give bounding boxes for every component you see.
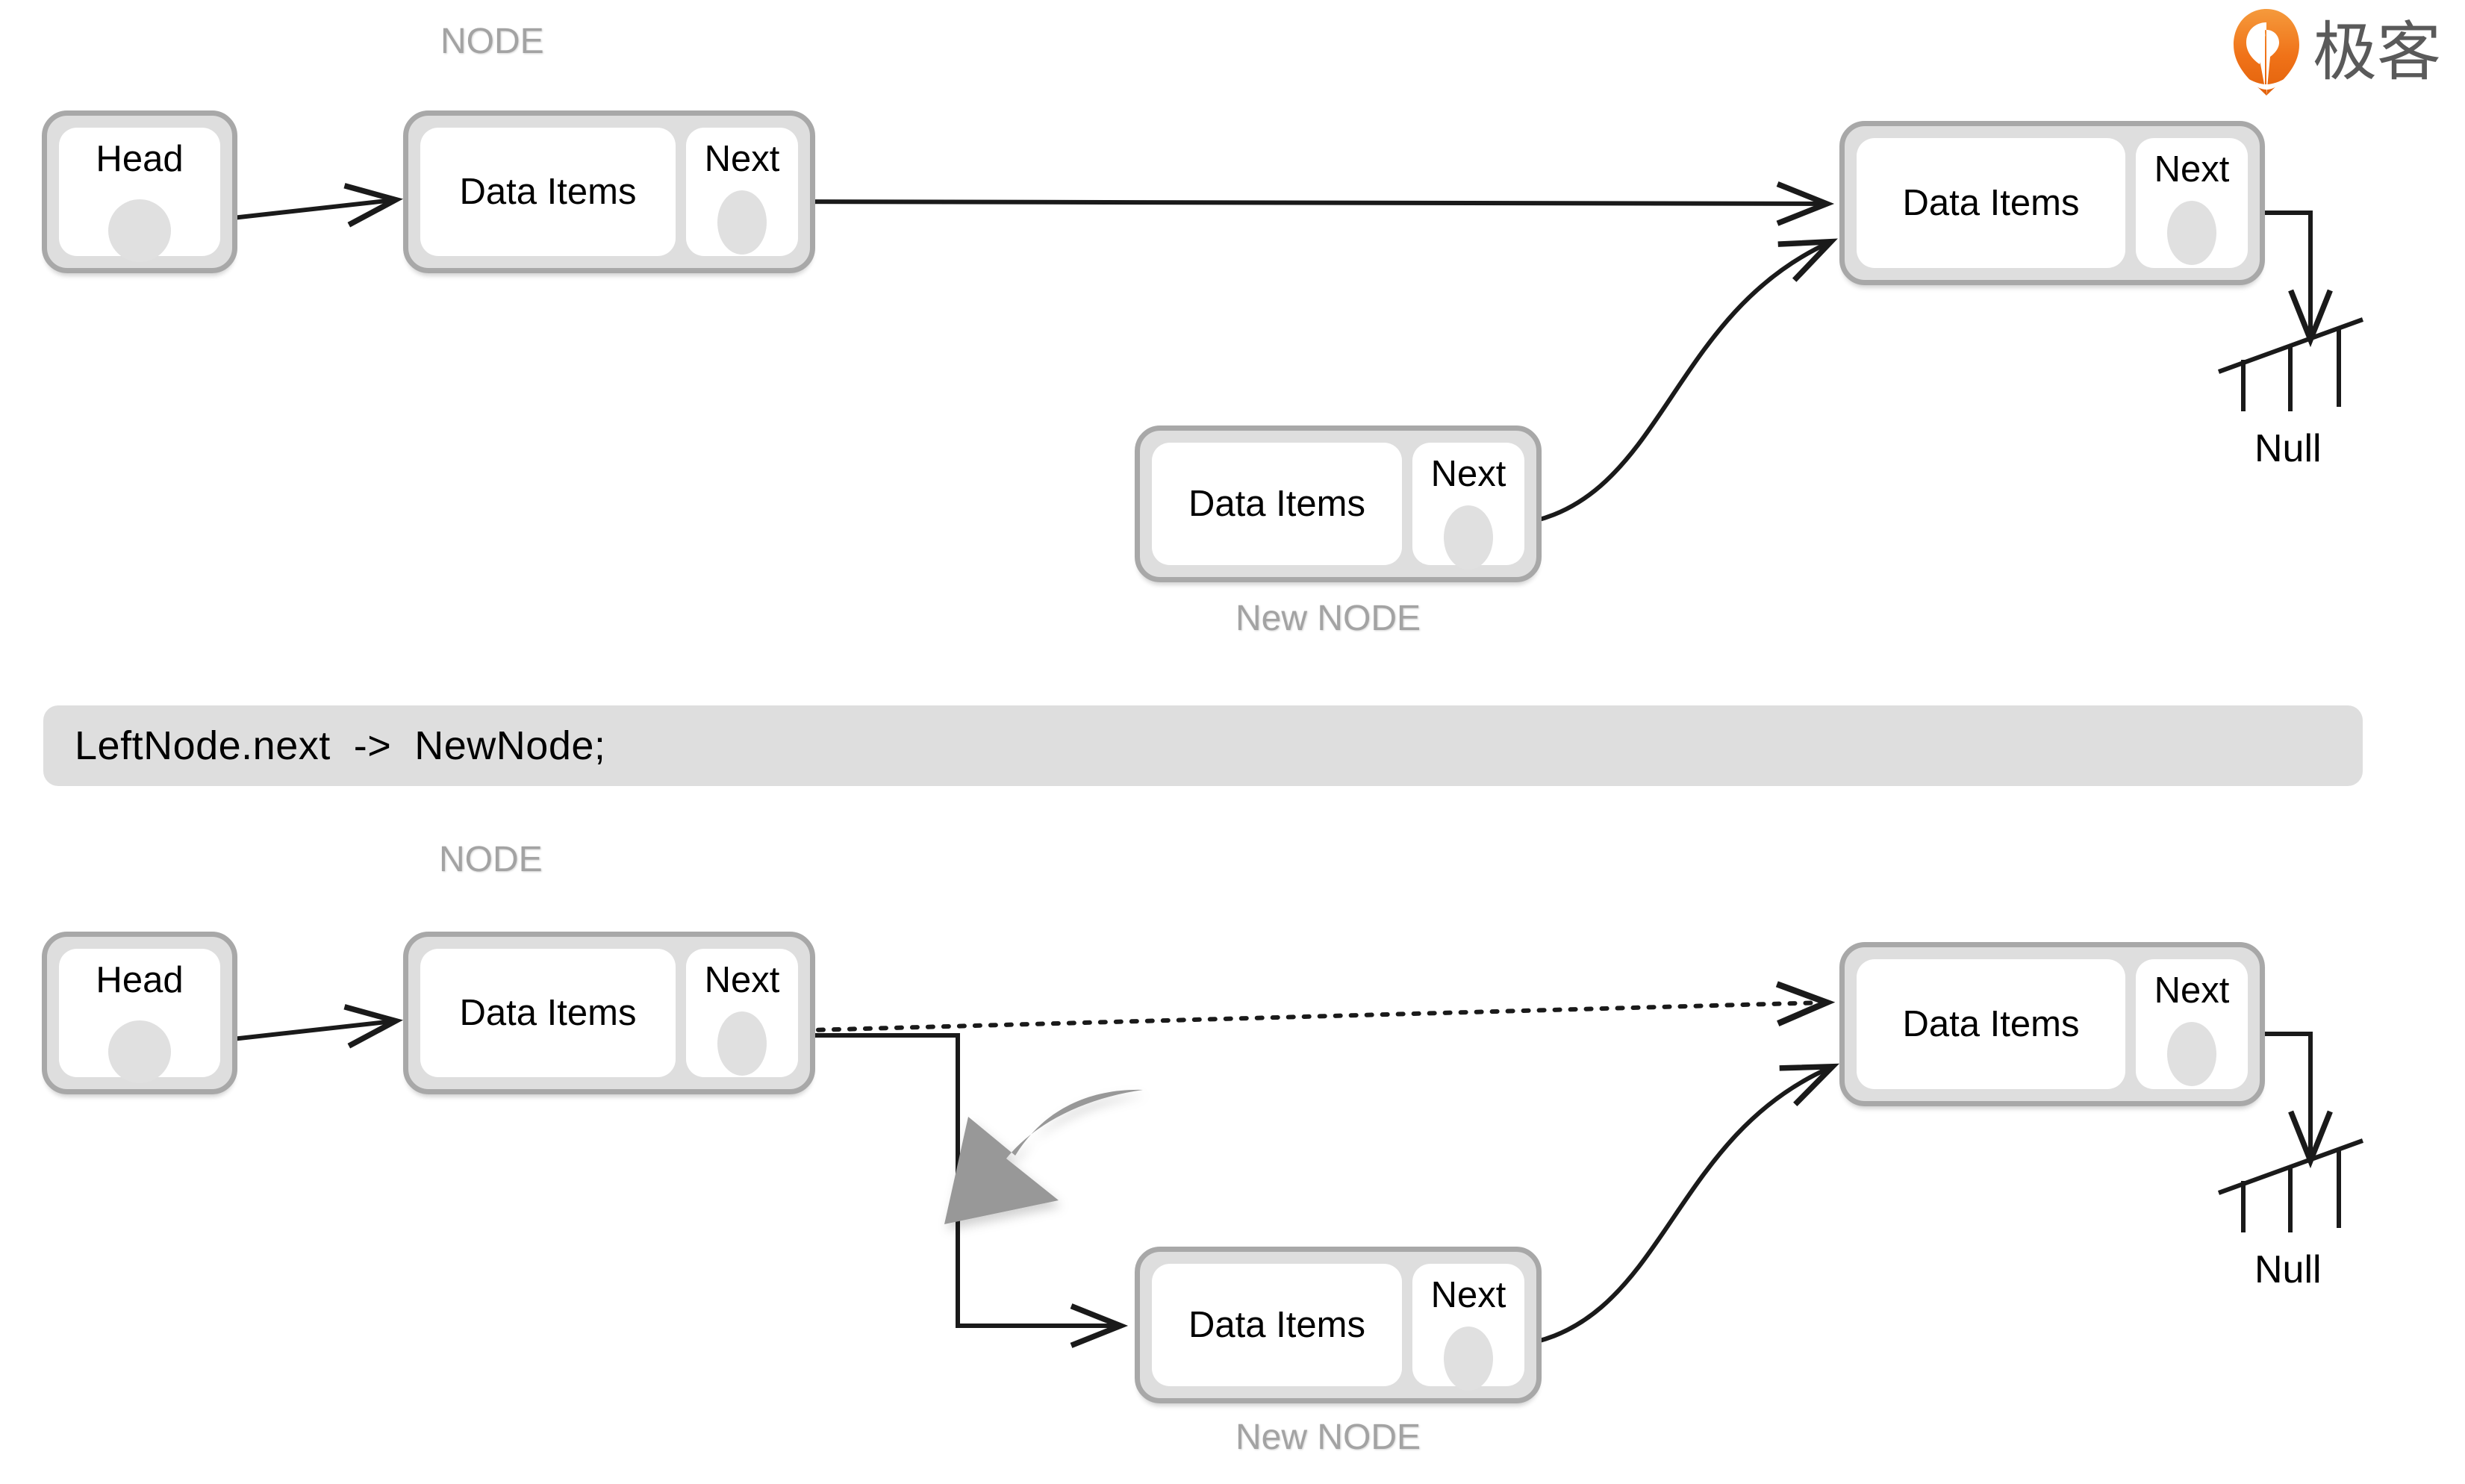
data-cell-top-new: Data Items [1152,443,1402,565]
new-node-caption-bottom: New NODE [1235,1418,1421,1457]
data-label-top-right: Data Items [1902,182,2080,223]
wire-newnode-to-rightnode-bottom [1492,1063,1840,1350]
node-box-bottom-right[interactable]: Data Items Next [1839,942,2265,1106]
head-pointer-dot-top [108,199,171,262]
next-cell-top-left: Next [686,128,798,256]
next-pointer-dot-top-new [1444,505,1493,570]
next-label-top-new: Next [1430,454,1506,494]
data-cell-bottom-left: Data Items [420,949,676,1077]
data-cell-bottom-right: Data Items [1857,959,2125,1089]
node-caption-bottom: NODE [439,840,543,879]
data-label-top-new: Data Items [1188,483,1365,524]
brand-logo-text: 极客 [2313,15,2441,90]
next-cell-top-right: Next [2136,138,2248,268]
wire-newnode-to-rightnode-top [1492,238,1838,529]
next-pointer-dot-top-right [2167,201,2216,265]
data-cell-top-right: Data Items [1857,138,2125,268]
data-label-top-left: Data Items [459,171,637,212]
next-label-bottom-right: Next [2154,970,2230,1011]
node-box-top-left[interactable]: Data Items Next [403,110,815,273]
node-caption-top: NODE [440,22,544,61]
null-label-bottom: Null [2254,1248,2322,1291]
new-node-caption-top: New NODE [1235,599,1421,638]
next-label-top-right: Next [2154,149,2230,190]
node-box-bottom-left[interactable]: Data Items Next [403,932,815,1094]
next-pointer-dot-bottom-new [1444,1326,1493,1391]
next-pointer-dot-top-left [717,190,767,255]
next-cell-bottom-new: Next [1412,1264,1524,1391]
data-cell-top-left: Data Items [420,128,676,256]
next-label-top-left: Next [704,139,780,179]
new-node-box-top[interactable]: Data Items Next [1135,425,1542,582]
next-cell-top-new: Next [1412,443,1524,570]
data-cell-bottom-new: Data Items [1152,1264,1402,1386]
node-box-top-right[interactable]: Data Items Next [1839,121,2265,285]
geek-pin-logo-icon [2234,9,2299,96]
new-node-box-bottom[interactable]: Data Items Next [1135,1247,1542,1403]
next-label-bottom-new: Next [1430,1275,1506,1315]
next-cell-bottom-left: Next [686,949,798,1077]
head-pointer-dot-bottom [108,1020,171,1083]
brand-logo[interactable]: 极客 [2231,7,2441,97]
redirect-annotation-arrow [944,1089,1143,1224]
next-pointer-dot-bottom-left [717,1011,767,1076]
head-box-top[interactable]: Head [42,110,237,273]
data-label-bottom-left: Data Items [459,992,637,1033]
wire-leftnode-to-rightnode-top [753,181,1835,226]
code-statement-text: LeftNode.next -> NewNode; [75,723,606,768]
null-label-top: Null [2254,427,2322,470]
head-box-bottom[interactable]: Head [42,932,237,1094]
broken-link-dotted [753,1003,1824,1034]
head-cell-top: Head [59,128,220,262]
head-label-bottom: Head [96,960,184,1000]
next-pointer-dot-bottom-right [2167,1022,2216,1086]
next-label-bottom-left: Next [704,960,780,1000]
data-label-bottom-new: Data Items [1188,1304,1365,1345]
data-label-bottom-right: Data Items [1902,1003,2080,1044]
head-label-top: Head [96,139,184,179]
code-statement-bar: LeftNode.next -> NewNode; [43,705,2363,786]
head-cell-bottom: Head [59,949,220,1083]
next-cell-bottom-right: Next [2136,959,2248,1089]
